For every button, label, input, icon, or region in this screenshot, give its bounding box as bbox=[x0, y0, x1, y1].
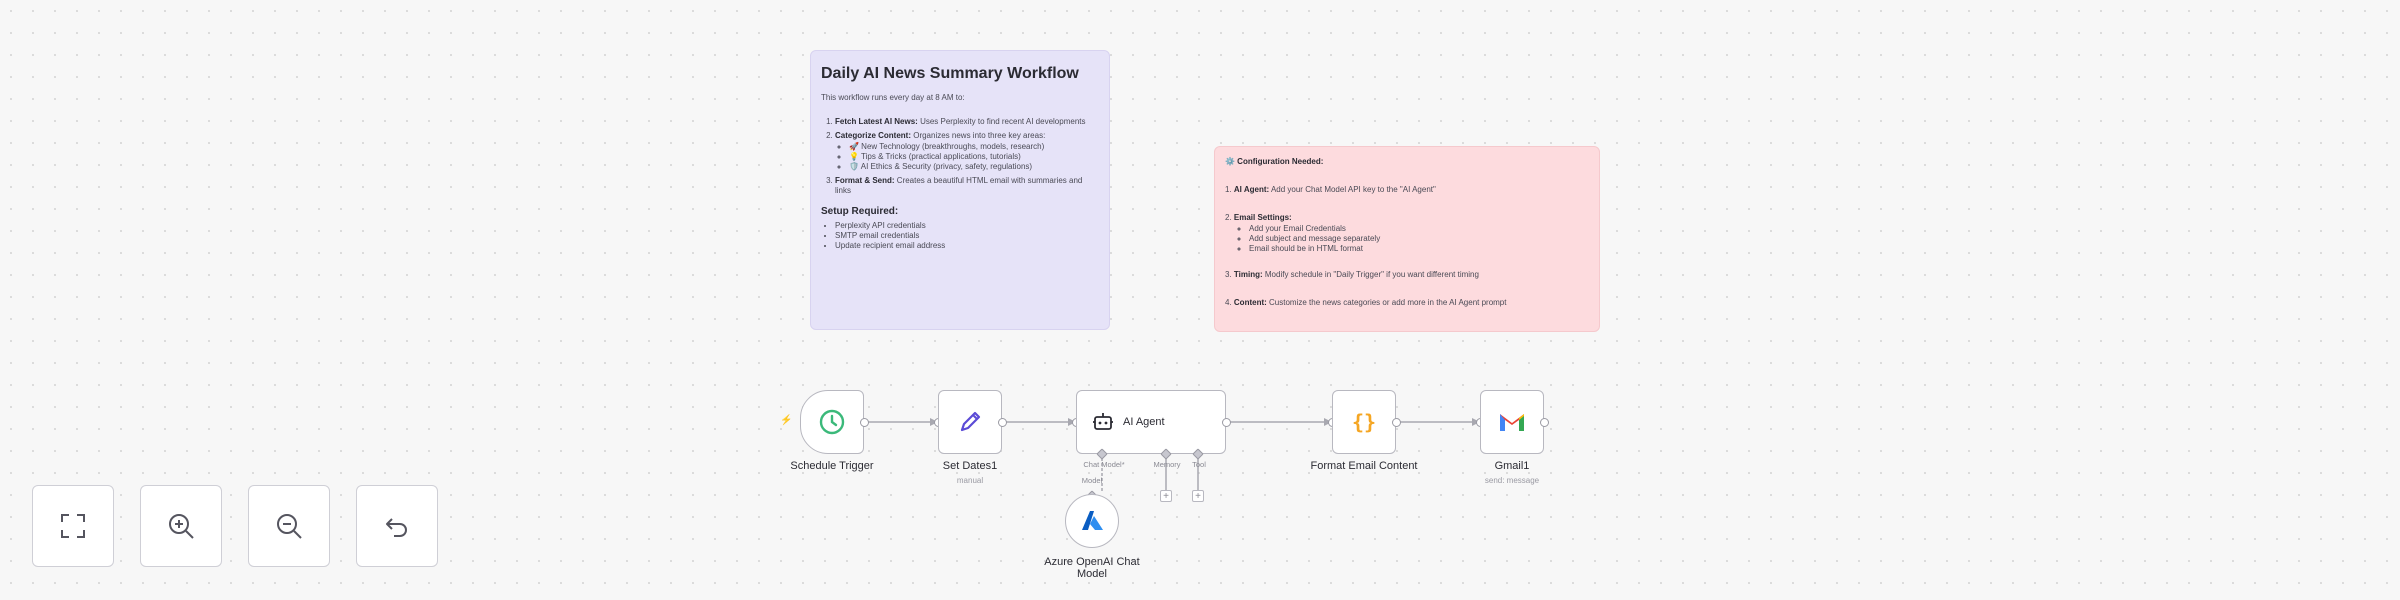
note-category: 💡 Tips & Tricks (practical applications,… bbox=[849, 152, 1099, 162]
config-email-item: Add your Email Credentials bbox=[1249, 224, 1589, 234]
undo-button[interactable] bbox=[356, 485, 438, 567]
node-set-dates[interactable] bbox=[938, 390, 1002, 454]
output-port[interactable] bbox=[1392, 418, 1401, 427]
note-setup-item: Perplexity API credentials bbox=[835, 221, 1099, 231]
note-categories-list: 🚀 New Technology (breakthroughs, models,… bbox=[835, 142, 1099, 172]
add-tool-plus-icon[interactable]: + bbox=[1192, 490, 1204, 502]
note-setup-item: SMTP email credentials bbox=[835, 231, 1099, 241]
trigger-bolt-icon: ⚡ bbox=[780, 415, 793, 426]
config-item: 3. Timing: Modify schedule in "Daily Tri… bbox=[1225, 270, 1479, 279]
undo-icon bbox=[386, 518, 407, 537]
note-category: 🚀 New Technology (breakthroughs, models,… bbox=[849, 142, 1099, 152]
clock-icon bbox=[819, 409, 845, 435]
sticky-note-configuration[interactable]: ⚙️ Configuration Needed: 1. AI Agent: Ad… bbox=[1214, 146, 1600, 332]
node-subtitle: send: message bbox=[1484, 476, 1540, 485]
port-label: Memory bbox=[1153, 460, 1181, 469]
output-port[interactable] bbox=[860, 418, 869, 427]
node-azure-openai[interactable] bbox=[1065, 494, 1119, 548]
braces-icon: {} bbox=[1352, 410, 1376, 434]
config-item: 4. Content: Customize the news categorie… bbox=[1225, 298, 1507, 307]
port-label: Model bbox=[1081, 476, 1103, 485]
node-label: Set Dates1 bbox=[942, 460, 998, 472]
note-intro: This workflow runs every day at 8 AM to: bbox=[821, 93, 965, 102]
add-memory-plus-icon[interactable]: + bbox=[1160, 490, 1172, 502]
config-email-list: Add your Email Credentials Add subject a… bbox=[1225, 224, 1589, 254]
note-title: Daily AI News Summary Workflow bbox=[821, 65, 1079, 82]
robot-icon bbox=[1093, 413, 1113, 430]
svg-text:{}: {} bbox=[1352, 410, 1376, 434]
note-category: 🛡️ AI Ethics & Security (privacy, safety… bbox=[849, 162, 1099, 172]
pencil-icon bbox=[960, 411, 981, 432]
zoom-in-button[interactable] bbox=[140, 485, 222, 567]
node-label: Format Email Content bbox=[1310, 460, 1418, 472]
config-item: 2. Email Settings: bbox=[1225, 213, 1292, 222]
fit-view-button[interactable] bbox=[32, 485, 114, 567]
node-label: Azure OpenAI Chat Model bbox=[1044, 556, 1140, 580]
config-email-item: Email should be in HTML format bbox=[1249, 244, 1589, 254]
gmail-icon bbox=[1500, 414, 1524, 431]
node-label: Gmail1 bbox=[1494, 460, 1530, 472]
zoom-out-button[interactable] bbox=[248, 485, 330, 567]
note-setup-title: Setup Required: bbox=[821, 206, 899, 217]
note-setup-list: Perplexity API credentials SMTP email cr… bbox=[821, 221, 1099, 251]
node-schedule-trigger[interactable] bbox=[800, 390, 864, 454]
node-ai-agent[interactable]: AI Agent bbox=[1076, 390, 1226, 454]
node-label: Schedule Trigger bbox=[790, 460, 874, 472]
config-item: 1. AI Agent: Add your Chat Model API key… bbox=[1225, 185, 1436, 194]
note-steps-list: Fetch Latest AI News: Uses Perplexity to… bbox=[821, 117, 1099, 196]
port-label: Chat Model* bbox=[1083, 460, 1125, 469]
zoom-out-icon bbox=[277, 514, 302, 539]
note-step: Format & Send: Creates a beautiful HTML … bbox=[835, 176, 1099, 196]
azure-icon bbox=[1082, 511, 1103, 530]
node-title: AI Agent bbox=[1123, 416, 1165, 428]
fullscreen-icon bbox=[61, 514, 85, 538]
note-step: Categorize Content: Organizes news into … bbox=[835, 131, 1099, 172]
config-email-item: Add subject and message separately bbox=[1249, 234, 1589, 244]
node-subtitle: manual bbox=[956, 476, 984, 485]
output-port[interactable] bbox=[1222, 418, 1231, 427]
output-port[interactable] bbox=[1540, 418, 1549, 427]
node-format-email[interactable]: {} bbox=[1332, 390, 1396, 454]
zoom-in-icon bbox=[169, 514, 194, 539]
node-gmail[interactable] bbox=[1480, 390, 1544, 454]
sticky-note-workflow-summary[interactable]: Daily AI News Summary Workflow This work… bbox=[810, 50, 1110, 330]
output-port[interactable] bbox=[998, 418, 1007, 427]
config-title: ⚙️ Configuration Needed: bbox=[1225, 157, 1324, 166]
note-setup-item: Update recipient email address bbox=[835, 241, 1099, 251]
note-step: Fetch Latest AI News: Uses Perplexity to… bbox=[835, 117, 1099, 127]
port-label: Tool bbox=[1192, 460, 1206, 469]
